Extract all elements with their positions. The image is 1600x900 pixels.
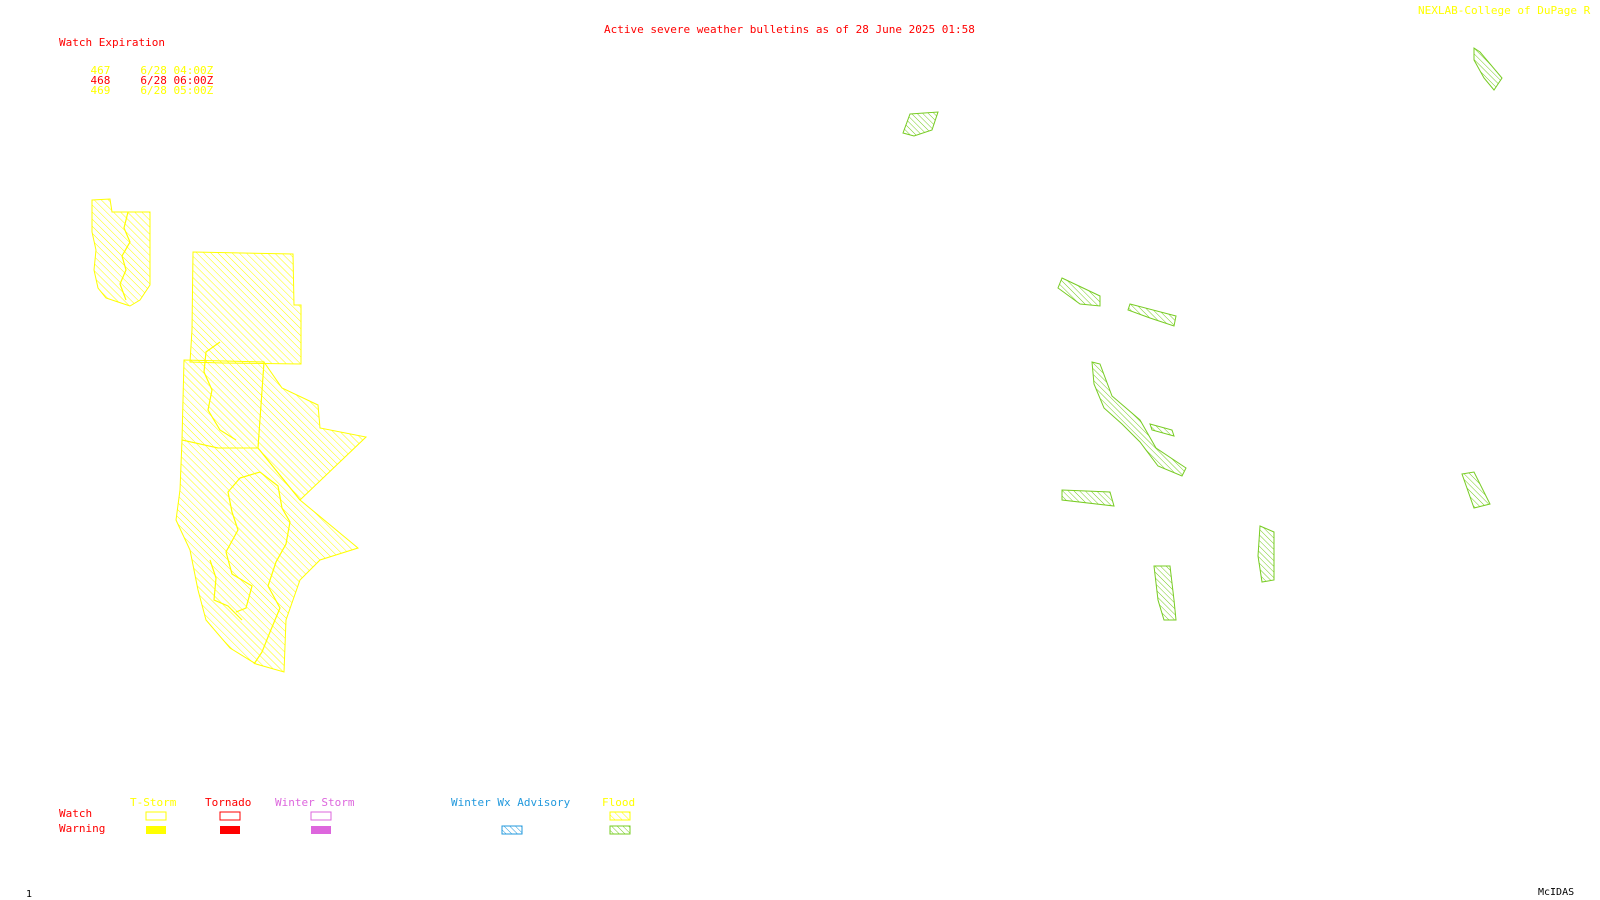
flood-warning-polygon bbox=[1149, 423, 1175, 437]
watch-expiration-row: 469 6/28 05:00Z bbox=[64, 73, 214, 109]
watch-county bbox=[91, 198, 151, 307]
tornado-watch-swatch bbox=[219, 811, 241, 821]
tstorm-watch-swatch bbox=[145, 811, 167, 821]
flood-warning-polygon bbox=[1091, 361, 1187, 477]
watch-county bbox=[175, 439, 360, 673]
watch-time: 6/28 06:00Z bbox=[140, 74, 214, 87]
flood-warning-polygon bbox=[1257, 525, 1275, 583]
river-line bbox=[209, 559, 243, 621]
river-line bbox=[203, 341, 237, 441]
watch-county bbox=[189, 251, 302, 365]
watch-id: 468 bbox=[90, 74, 111, 87]
legend-winter-storm-label: Winter Storm bbox=[275, 796, 355, 809]
watch-expiration-row: 468 6/28 06:00Z bbox=[64, 63, 214, 99]
river-line bbox=[119, 211, 131, 301]
legend-winter-advisory-label: Winter Wx Advisory bbox=[451, 796, 571, 809]
watch-time: 6/28 04:00Z bbox=[140, 64, 214, 77]
source-label: NEXLAB-College of DuPage R bbox=[1418, 5, 1590, 17]
winter-storm-warning-swatch bbox=[311, 826, 331, 834]
legend-warning-row-label: Warning bbox=[59, 822, 106, 835]
winter-storm-watch-swatch bbox=[310, 811, 332, 821]
watch-expiration-title: Watch Expiration bbox=[59, 36, 165, 49]
legend-tstorm-label: T-Storm bbox=[130, 796, 177, 809]
flood-warning-polygon bbox=[1153, 565, 1177, 621]
winter-advisory-warning-swatch bbox=[501, 825, 523, 835]
frame-number: 1 bbox=[26, 889, 33, 900]
legend-swatches bbox=[145, 811, 631, 835]
tornado-warning-swatch bbox=[220, 826, 240, 834]
flood-warning-swatch bbox=[609, 825, 631, 835]
legend-tornado-label: Tornado bbox=[205, 796, 252, 809]
river-line bbox=[225, 477, 253, 613]
source-text: NEXLAB-College of DuPage bbox=[1418, 4, 1577, 17]
flood-warning-polygon bbox=[1127, 303, 1177, 327]
bulletin-title: Active severe weather bulletins as of 28… bbox=[604, 23, 975, 36]
watch-time: 6/28 05:00Z bbox=[140, 84, 214, 97]
flood-warning-polygon bbox=[1061, 489, 1115, 507]
flood-warning-polygon bbox=[902, 111, 939, 137]
source-logo: R bbox=[1583, 4, 1591, 17]
watch-id: 467 bbox=[90, 64, 111, 77]
watch-expiration-row: 467 6/28 04:00Z bbox=[64, 53, 214, 89]
flood-warning-polygon bbox=[1473, 47, 1503, 91]
legend-flood-label: Flood bbox=[602, 796, 636, 809]
flood-watch-swatch bbox=[609, 811, 631, 821]
watch-county bbox=[181, 359, 265, 449]
watch-id: 469 bbox=[90, 84, 111, 97]
software-label: McIDAS bbox=[1538, 887, 1575, 898]
legend-watch-row-label: Watch bbox=[59, 807, 93, 820]
flood-warning-polygon bbox=[1057, 277, 1101, 307]
flood-warning-polygon bbox=[1461, 471, 1491, 509]
watch-areas bbox=[91, 198, 368, 673]
river-line bbox=[239, 471, 291, 665]
watch-area-boundaries bbox=[119, 211, 291, 665]
tstorm-warning-swatch bbox=[146, 826, 166, 834]
flood-warnings bbox=[902, 47, 1503, 621]
